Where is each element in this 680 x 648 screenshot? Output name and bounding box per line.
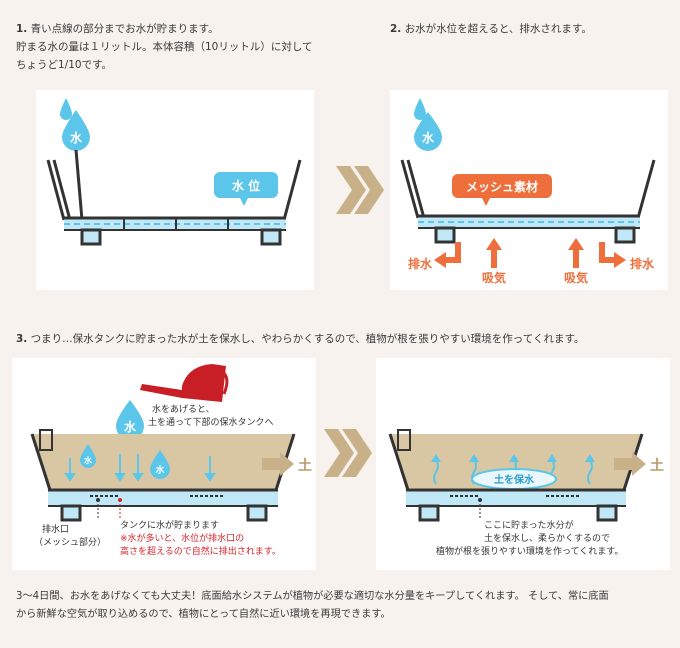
summary-line2: から新鮮な空気が取り込めるので、植物にとって自然に近い環境を再現できます。 [16,609,391,620]
retention-note-line1: ここに貯まった水分が [484,519,574,531]
overflow-warning-line1: ※水が多いと、水位が排水口の [120,532,244,544]
chevron-right-icon [336,166,384,214]
soil-label: 土 [298,457,312,474]
small-water-drop-icon [414,98,426,120]
svg-text:水: 水 [83,455,93,465]
step1-text-line3: ちょうど1/10です。 [16,59,113,71]
panel-soil-retention: 土を保水 土 ここに貯まった水分が 土を保水し、柔らかくするので 植物が根を張り… [376,358,670,570]
small-water-drop-icon [80,444,96,468]
drain-arrow-icon [444,242,461,263]
watering-note-line2: 土を通って下部の保水タンクへ [148,416,274,428]
soil-retention-oval: 土を保水 [494,473,535,486]
intake-label: 吸気 [564,270,588,285]
chevron-right-icon [324,429,372,477]
water-level-badge: 水 位 [232,178,260,193]
mesh-material-badge: メッシュ素材 [466,179,538,194]
water-drop-icon [414,112,442,151]
drain-port-sub: （メッシュ部分） [34,536,106,548]
step1-text-line2: 貯まる水の量は１リットル。本体容積（10リットル）に対して [16,41,313,53]
drop-label: 水 [70,130,83,145]
retention-note-line2: 土を保水し、柔らかくするので [484,532,610,544]
step1-text-line1: 1. 青い点線の部分までお水が貯まります。 [16,23,219,35]
small-water-drop-icon [150,450,170,479]
summary-line1: 3〜4日間、お水をあげなくても大丈夫！底面給水システムが植物が必要な適切な水分量… [16,591,609,602]
panel-drainage: 水 メッシュ素材 排水 吸気 吸気 排水 [390,90,668,290]
drain-label: 排水 [630,256,655,271]
svg-text:水: 水 [155,464,165,476]
retention-note-line3: 植物が根を張りやすい環境を作ってくれます。 [436,545,623,557]
tank-note: タンクに水が貯まります [120,519,219,531]
drain-port-label: 排水口 [42,523,69,535]
watering-can-icon [182,364,226,402]
intake-label: 吸気 [482,270,506,285]
panel-watering: 水 水をあげると、 土を通って下部の保水タンクへ 水 水 土 [12,358,316,570]
soil-label: 土 [650,457,664,474]
drop-label: 水 [124,419,137,434]
step3-text: 3. つまり…保水タンクに貯まった水が土を保水し、やわらかくするので、植物が根を… [16,333,585,345]
drain-arrow-icon [599,242,616,263]
panel-water-level: 水 水 位 [36,90,314,290]
drop-label: 水 [422,130,435,145]
small-water-drop-icon [60,98,72,120]
water-drop-icon [116,400,144,440]
drain-label: 排水 [408,256,433,271]
watering-note-line1: 水をあげると、 [152,403,215,415]
overflow-warning-line2: 高さを超えるので自然に排出されます。 [120,545,281,557]
step2-text: 2. お水が水位を超えると、排水されます。 [390,23,592,35]
water-drop-icon [62,110,90,151]
